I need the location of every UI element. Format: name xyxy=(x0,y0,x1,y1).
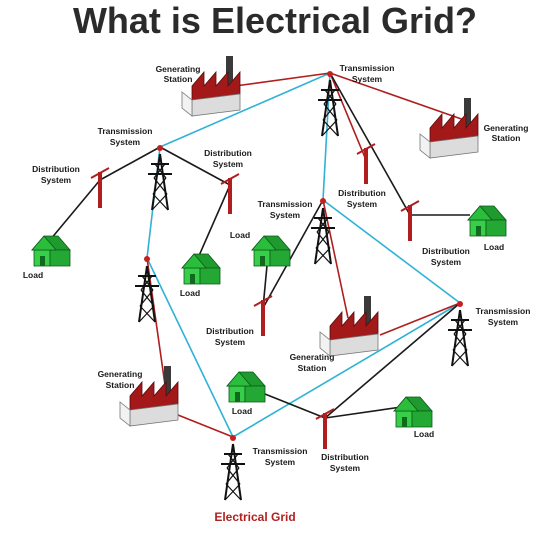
load-house xyxy=(226,371,266,403)
transmission-tower xyxy=(317,71,343,137)
load-label: Load xyxy=(230,230,250,240)
page-title: What is Electrical Grid? xyxy=(72,0,478,41)
load-lines xyxy=(49,72,470,419)
load-label: Load xyxy=(232,406,252,416)
distribution-pole xyxy=(356,143,376,185)
transmission-tower xyxy=(447,301,473,367)
generating-station xyxy=(319,295,379,357)
load-house xyxy=(393,396,433,428)
transmission-tower xyxy=(147,145,173,211)
load-house xyxy=(251,235,291,267)
transmission-tower xyxy=(310,198,336,265)
load-house xyxy=(181,253,221,285)
load-label: Load xyxy=(180,288,200,298)
distribution-pole xyxy=(253,295,273,337)
load-label: Load xyxy=(23,270,43,280)
distribution-pole xyxy=(220,173,240,215)
transmission-tower xyxy=(220,435,246,501)
load-house xyxy=(31,235,71,267)
load-label: Load xyxy=(414,429,434,439)
diagram-caption: Electrical Grid xyxy=(214,510,295,524)
transmission-tower xyxy=(134,256,160,323)
load-house xyxy=(467,205,507,237)
distribution-lines xyxy=(146,72,471,438)
distribution-pole xyxy=(400,200,420,242)
load-label: Load xyxy=(484,242,504,252)
